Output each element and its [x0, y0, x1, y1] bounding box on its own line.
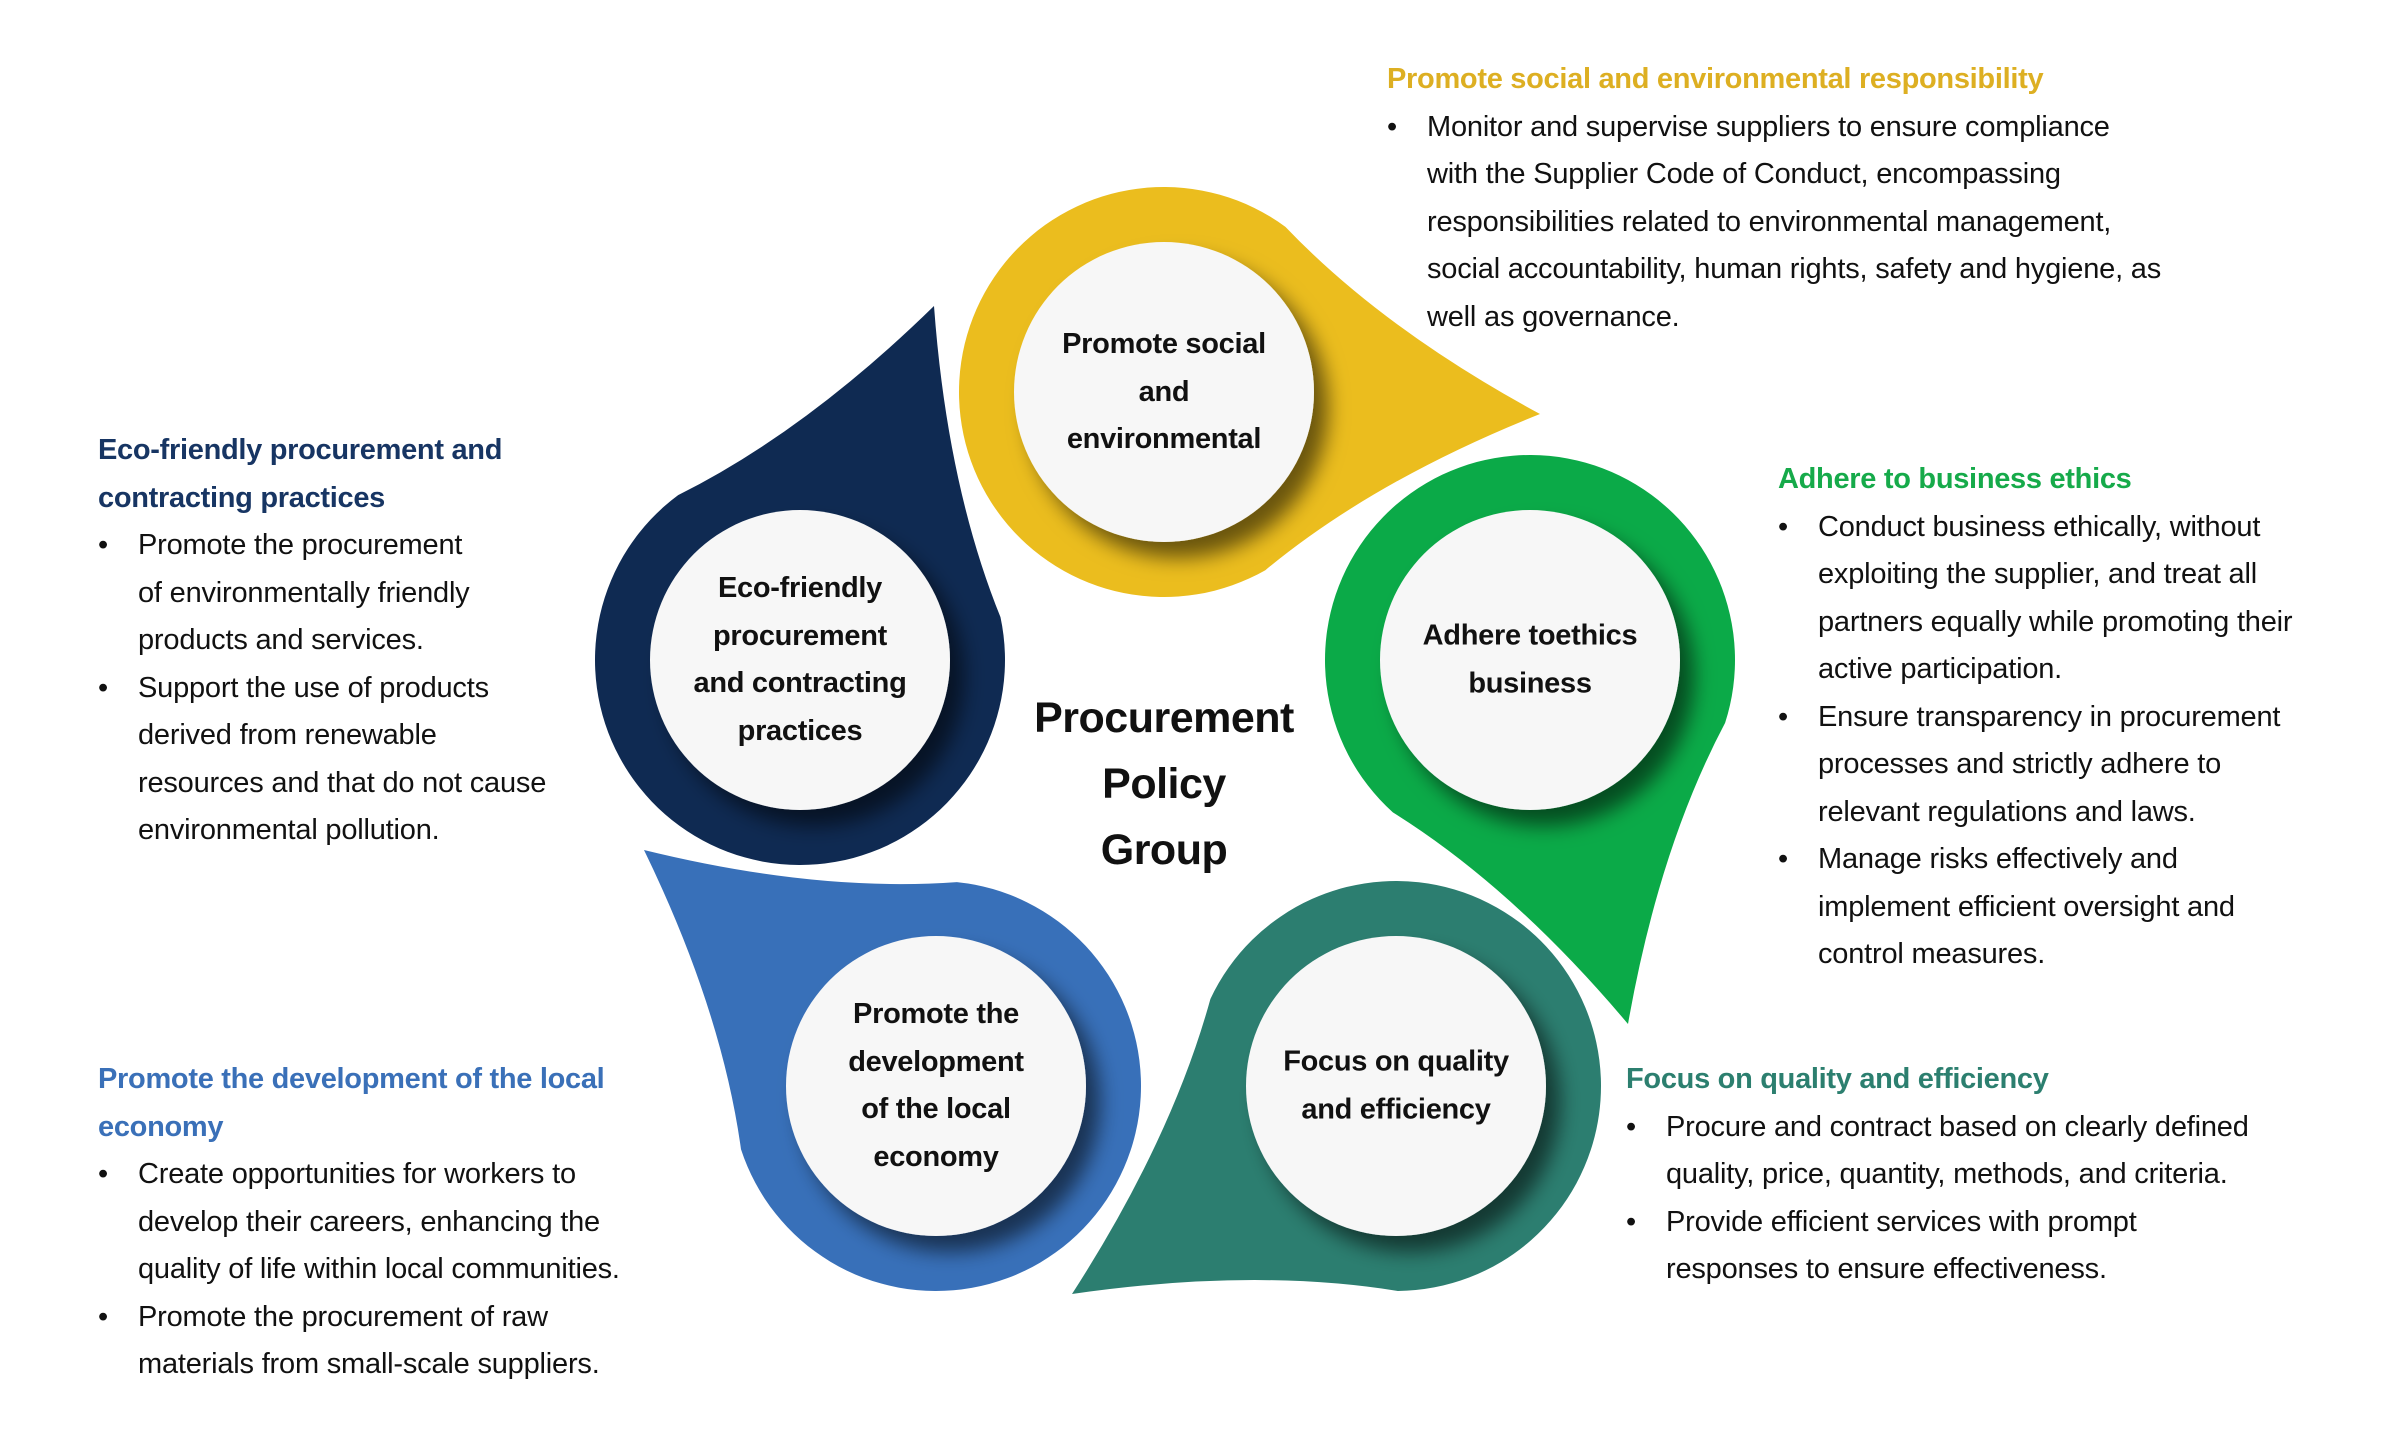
- bullet-item: Manage risks effectively and implement e…: [1778, 836, 2378, 979]
- section-social: Promote social and environmental respons…: [1387, 56, 2287, 341]
- bullet-item: Promote the procurement of environmental…: [98, 522, 658, 665]
- section-heading-quality: Focus on quality and efficiency: [1626, 1063, 2049, 1095]
- bullet-item: Promote the procurement of raw materials…: [98, 1294, 718, 1389]
- section-heading-local: Promote the development of the local eco…: [98, 1063, 605, 1143]
- section-heading-social: Promote social and environmental respons…: [1387, 63, 2044, 95]
- section-heading-eco: Eco-friendly procurement and contracting…: [98, 434, 503, 514]
- bullet-item: Support the use of products derived from…: [98, 665, 658, 855]
- bullet-item: Provide efficient services with prompt r…: [1626, 1199, 2346, 1294]
- section-ethics: Adhere to business ethics Conduct busine…: [1778, 456, 2378, 979]
- node-circle-ethics: [1380, 510, 1680, 810]
- node-circle-local: [786, 936, 1086, 1236]
- node-label-ethics: Adhere toethics business: [1422, 619, 1638, 700]
- node-circle-quality: [1246, 936, 1546, 1236]
- section-local: Promote the development of the local eco…: [98, 1056, 718, 1389]
- node-label-eco: Eco-friendly procurement and contracting…: [693, 572, 907, 747]
- bullet-item: Ensure transparency in procurement proce…: [1778, 694, 2378, 837]
- bullet-item: Monitor and supervise suppliers to ensur…: [1387, 104, 2287, 342]
- section-quality: Focus on quality and efficiency Procure …: [1626, 1056, 2346, 1294]
- section-eco: Eco-friendly procurement and contracting…: [98, 427, 658, 855]
- node-circle-eco: [650, 510, 950, 810]
- bullet-item: Procure and contract based on clearly de…: [1626, 1104, 2346, 1199]
- section-heading-ethics: Adhere to business ethics: [1778, 463, 2132, 495]
- node-label-social: Promote social and environmental: [1062, 327, 1266, 455]
- node-label-quality: Focus on quality and efficiency: [1283, 1045, 1509, 1126]
- node-circle-social: [1014, 242, 1314, 542]
- node-label-local: Promote the development of the local eco…: [848, 998, 1024, 1173]
- bullet-item: Create opportunities for workers to deve…: [98, 1151, 718, 1294]
- center-title: Procurement Policy Group: [1034, 694, 1294, 874]
- bullet-item: Conduct business ethically, without expl…: [1778, 504, 2378, 694]
